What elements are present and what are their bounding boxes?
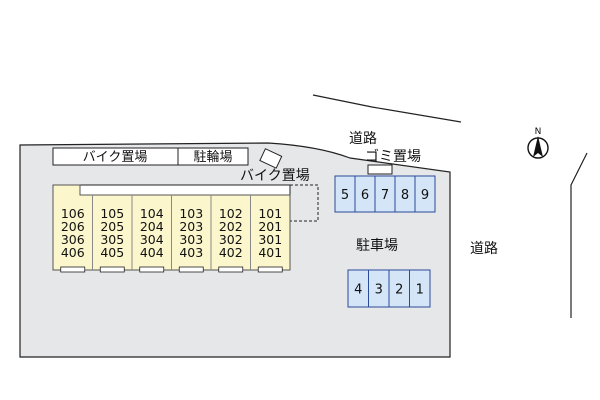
unit-number: 104 — [140, 206, 164, 221]
parking-space-number: 1 — [416, 283, 424, 298]
unit-number: 406 — [61, 245, 85, 260]
unit-entrance — [178, 266, 204, 273]
road-label-right: 道路 — [470, 241, 498, 257]
parking-space-number: 2 — [395, 283, 403, 298]
unit-number: 205 — [100, 219, 124, 234]
unit-number: 402 — [219, 245, 243, 260]
unit-number: 305 — [100, 232, 124, 247]
unit-number: 105 — [100, 206, 124, 221]
unit-number: 403 — [179, 245, 203, 260]
unit-number: 303 — [179, 232, 203, 247]
bicycle-parking-area — [177, 147, 249, 166]
unit-number: 102 — [219, 206, 243, 221]
road-edge-top — [312, 94, 462, 123]
unit-entrance — [99, 266, 125, 273]
unit-number: 301 — [258, 232, 282, 247]
unit-number: 405 — [100, 245, 124, 260]
compass-north-icon: N — [527, 127, 549, 159]
parking-space-number: 4 — [354, 283, 362, 298]
parking-space-number: 3 — [375, 283, 383, 298]
corridor — [79, 184, 291, 196]
parking-space — [414, 175, 436, 213]
unit-number: 304 — [140, 232, 164, 247]
car-parking-label: 駐車場 — [356, 237, 398, 254]
bike-parking-label-1: バイク置場 — [83, 150, 148, 165]
parking-space-number: 9 — [421, 188, 429, 203]
parking-space-number: 5 — [341, 188, 349, 203]
unit-number: 306 — [61, 232, 85, 247]
unit-number: 204 — [140, 219, 164, 234]
unit-entrance — [257, 266, 283, 273]
unit-number: 101 — [258, 206, 282, 221]
unit-entrance — [139, 266, 165, 273]
road-edge-right — [570, 152, 588, 318]
unit-number: 404 — [140, 245, 164, 260]
unit-number: 302 — [219, 232, 243, 247]
road-label-top: 道路 — [349, 131, 377, 147]
unit-number: 203 — [179, 219, 203, 234]
parking-space-number: 6 — [361, 188, 369, 203]
unit-number: 202 — [219, 219, 243, 234]
unit-number: 401 — [258, 245, 282, 260]
garbage-box — [367, 164, 393, 175]
bike-parking-marker — [259, 148, 283, 169]
parking-space — [409, 269, 431, 308]
unit-number: 201 — [258, 219, 282, 234]
unit-number: 103 — [179, 206, 203, 221]
unit-entrance — [60, 266, 86, 273]
garbage-area-label: ゴミ置場 — [365, 148, 421, 165]
bicycle-parking-label: 駐輪場 — [193, 149, 232, 165]
unit-entrance — [218, 266, 244, 273]
bike-parking-label-2: バイク置場 — [240, 168, 310, 184]
unit-number: 206 — [61, 219, 85, 234]
parking-space-number: 7 — [381, 188, 389, 203]
parking-space-number: 8 — [401, 188, 409, 203]
unit-number: 106 — [61, 206, 85, 221]
apartment-units: 1062063064061052053054051042043044041032… — [60, 195, 283, 273]
north-label: N — [535, 127, 542, 137]
